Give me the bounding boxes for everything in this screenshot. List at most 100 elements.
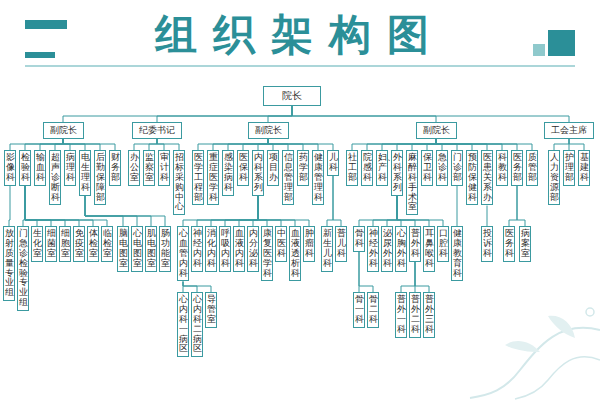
department-box: 电生理科 — [79, 150, 91, 196]
header-block — [533, 44, 545, 56]
box-label: 基建科 — [580, 153, 589, 183]
box-label: 超声诊断科 — [51, 153, 60, 202]
department-box: 科教科 — [496, 150, 508, 186]
box-label: 脑电图室 — [119, 229, 128, 269]
box-label: 影像科 — [6, 153, 15, 183]
box-label: 普儿科 — [337, 229, 346, 259]
org-connector — [149, 139, 157, 150]
box-label: 院感科 — [363, 153, 372, 183]
box-label: 检验科 — [21, 153, 30, 183]
org-connector — [367, 139, 436, 150]
box-label: 重症医学科 — [209, 153, 218, 202]
department-box: 细菌室 — [45, 226, 57, 262]
department-box: 泌尿外科 — [381, 226, 393, 272]
box-label: 临检室 — [103, 229, 112, 259]
box-label: 普外科 — [411, 229, 420, 259]
box-label: 健康教育科 — [453, 229, 462, 278]
department-box: 心血管内科 — [177, 226, 189, 281]
org-connector — [352, 139, 436, 150]
box-label: 骨科 — [355, 229, 364, 249]
org-connector — [225, 196, 258, 226]
department-box: 神经内科 — [191, 226, 203, 272]
department-box: 监察室 — [143, 150, 155, 186]
box-label: 医务部 — [513, 153, 522, 183]
leader-box: 副院长 — [248, 122, 289, 139]
box-label: 麻醉科手术室 — [408, 153, 417, 212]
leader-box: 院长 — [263, 86, 321, 106]
department-box: 普儿科 — [335, 226, 347, 262]
department-box: 呼吸内科 — [219, 226, 231, 272]
org-connector — [10, 139, 63, 150]
org-connector — [569, 139, 584, 150]
leader-box: 纪委书记 — [132, 122, 182, 139]
department-box: 体检室 — [87, 226, 99, 262]
box-label: 细菌室 — [47, 229, 56, 259]
department-box: 普外科 — [409, 226, 421, 262]
department-box: 临检室 — [101, 226, 113, 262]
box-label: 内科系列 — [254, 153, 263, 193]
department-box: 放射质量专业组 — [3, 226, 15, 301]
department-box: 病理科 — [64, 150, 76, 186]
box-label: 健康管理科 — [314, 153, 323, 202]
box-label: 医学工程部 — [194, 153, 203, 202]
department-box: 院感科 — [361, 150, 373, 186]
box-label: 心内科二病区 — [193, 295, 202, 354]
box-label: 监察室 — [145, 153, 154, 183]
org-connector — [333, 176, 341, 226]
box-label: 医患关系办 — [483, 153, 492, 202]
department-box: 妇、产科 — [376, 150, 388, 186]
department-box: 肿瘤科 — [303, 226, 315, 262]
department-box: 普外三科 — [423, 292, 435, 338]
box-label: 放射质量专业组 — [5, 229, 14, 298]
department-box: 门诊部 — [451, 150, 463, 186]
department-box: 心电图室 — [131, 226, 143, 272]
box-label: 药学部 — [299, 153, 308, 183]
org-connector — [198, 139, 268, 150]
box-label: 保卫科 — [423, 153, 432, 183]
department-box: 感染病科 — [222, 150, 234, 196]
box-label: 副院长 — [423, 125, 450, 136]
department-box: 审计科 — [158, 150, 170, 186]
floral-leaf — [505, 341, 540, 352]
leader-box: 工会主席 — [544, 122, 594, 139]
org-connector — [183, 282, 211, 293]
department-box: 检验科 — [19, 150, 31, 186]
org-connector — [85, 196, 137, 226]
department-box: 脑电图室 — [117, 226, 129, 272]
department-box: 心内科一病区 — [177, 292, 189, 357]
department-box: 预防保健科 — [466, 150, 478, 205]
floral-ornament — [586, 308, 594, 316]
box-label: 免疫室 — [75, 229, 84, 259]
box-label: 肌电图室 — [147, 229, 156, 269]
box-label: 预防保健科 — [468, 153, 477, 202]
department-box: 投诉科 — [481, 226, 493, 262]
box-label: 血液透析科 — [291, 229, 300, 278]
org-connector — [213, 139, 268, 150]
department-box: 医学工程部 — [192, 150, 204, 205]
box-label: 急诊科 — [438, 153, 447, 183]
box-label: 普外一科 — [397, 295, 406, 335]
department-box: 肌电图室 — [145, 226, 157, 272]
org-connector — [359, 196, 397, 226]
org-connector — [412, 139, 436, 150]
department-box: 社工部 — [346, 150, 358, 186]
org-connector — [268, 106, 292, 122]
org-connector — [292, 106, 569, 122]
box-label: 口腔科 — [439, 229, 448, 259]
department-box: 人力资源部 — [548, 150, 560, 205]
org-connector — [327, 176, 333, 226]
org-connector — [25, 139, 63, 150]
floral-ornament — [470, 328, 600, 398]
department-box: 细胞室 — [59, 226, 71, 262]
box-label: 病案室 — [521, 229, 530, 259]
leader-box: 副院长 — [416, 122, 457, 139]
box-label: 门急诊检验专业组 — [19, 229, 28, 308]
department-box: 医务部 — [511, 150, 523, 186]
department-box: 信息管理部 — [282, 150, 294, 205]
header-rule — [25, 65, 575, 67]
org-connector — [9, 186, 10, 226]
org-connector — [134, 139, 157, 150]
org-connector — [517, 186, 525, 226]
